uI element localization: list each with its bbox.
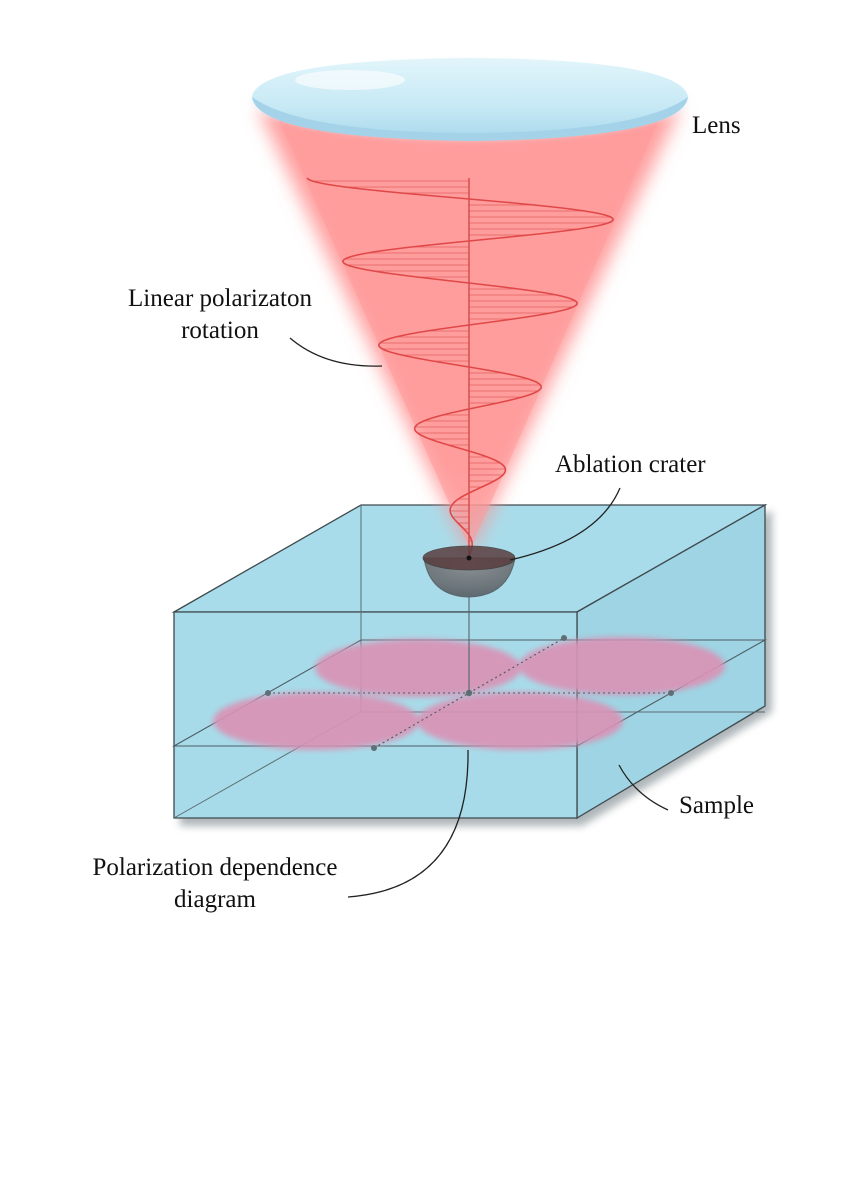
polarization-rotation-label-line1: Linear polarizaton <box>128 285 312 312</box>
leader-sample <box>618 764 669 811</box>
leader-ablation-crater <box>509 487 621 561</box>
callout-leaders <box>289 337 669 898</box>
sample-label: Sample <box>679 792 754 819</box>
leader-dependence-diagram <box>347 749 469 898</box>
dependence-diagram-label: Polarization dependence diagram <box>60 852 370 916</box>
leader-polarization-rotation <box>289 337 383 367</box>
axis-points <box>265 635 674 751</box>
dependence-diagram-label-line2: diagram <box>174 886 256 913</box>
polarization-rotation-label-line2: rotation <box>181 317 259 344</box>
section-plane <box>171 639 768 747</box>
lobe-front-right <box>417 692 623 750</box>
lens-label: Lens <box>692 112 741 139</box>
dependence-diagram-label-line1: Polarization dependence <box>92 854 338 881</box>
lens <box>252 58 688 141</box>
lobe-back-left <box>315 639 521 697</box>
lobe-back-right <box>519 637 725 695</box>
polarization-rotation-label: Linear polarizaton rotation <box>105 283 335 347</box>
lobe-front-left <box>213 692 419 750</box>
ablation-crater <box>422 545 516 598</box>
ablation-crater-label: Ablation crater <box>555 451 706 478</box>
